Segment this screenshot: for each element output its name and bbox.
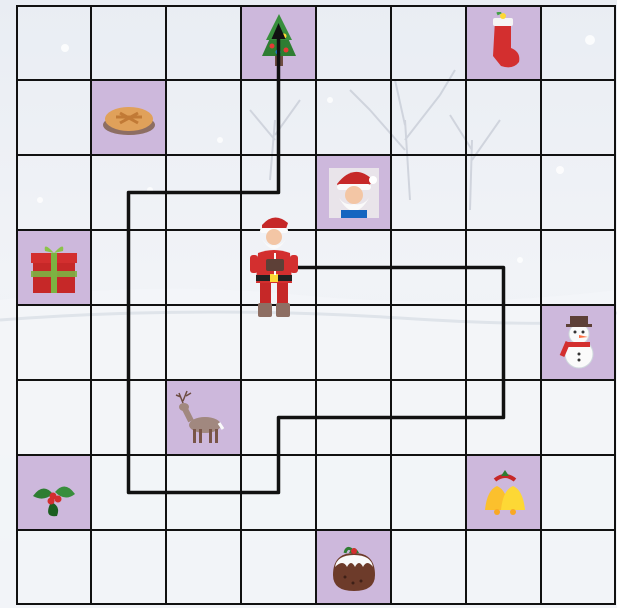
board-cell[interactable]: [541, 155, 616, 230]
board-cell[interactable]: [541, 530, 616, 605]
reindeer-icon: [173, 387, 235, 449]
board-cell[interactable]: [466, 380, 541, 455]
santa-face-icon: [323, 162, 385, 224]
board-cell[interactable]: [166, 380, 241, 455]
board-cell[interactable]: [16, 5, 91, 80]
board-cell[interactable]: [91, 530, 166, 605]
game-board: [16, 5, 616, 605]
board-cell[interactable]: [316, 455, 391, 530]
board-cell[interactable]: [316, 5, 391, 80]
board-cell[interactable]: [241, 530, 316, 605]
board-cell[interactable]: [91, 455, 166, 530]
bells-icon: [473, 462, 535, 524]
stocking-icon: [473, 12, 535, 74]
board-cell[interactable]: [391, 380, 466, 455]
board-cell[interactable]: [316, 230, 391, 305]
christmas-tree-icon: [248, 12, 310, 74]
board-cell[interactable]: [541, 455, 616, 530]
board-cell[interactable]: [466, 455, 541, 530]
mince-pie-icon: [98, 87, 160, 149]
board-cell[interactable]: [541, 305, 616, 380]
board-cell[interactable]: [391, 305, 466, 380]
board-cell[interactable]: [166, 230, 241, 305]
board-cell[interactable]: [91, 305, 166, 380]
board-cell[interactable]: [16, 530, 91, 605]
board-cell[interactable]: [391, 155, 466, 230]
board-cell[interactable]: [466, 305, 541, 380]
board-cell[interactable]: [16, 230, 91, 305]
board-cell[interactable]: [316, 530, 391, 605]
board-cell[interactable]: [391, 5, 466, 80]
board-cell[interactable]: [16, 380, 91, 455]
santa-player-icon[interactable]: [246, 213, 302, 321]
snowman-icon: [548, 312, 610, 374]
board-cell[interactable]: [91, 155, 166, 230]
board-cell[interactable]: [466, 230, 541, 305]
board-cell[interactable]: [316, 380, 391, 455]
board-cell[interactable]: [541, 5, 616, 80]
board-cell[interactable]: [241, 80, 316, 155]
holly-icon: [23, 462, 85, 524]
board-cell[interactable]: [16, 80, 91, 155]
board-cell[interactable]: [91, 230, 166, 305]
board-cell[interactable]: [91, 5, 166, 80]
board-cell[interactable]: [166, 5, 241, 80]
board-cell[interactable]: [316, 305, 391, 380]
board-cell[interactable]: [466, 80, 541, 155]
board-cell[interactable]: [241, 5, 316, 80]
board-cell[interactable]: [541, 380, 616, 455]
board-cell[interactable]: [166, 80, 241, 155]
christmas-pudding-icon: [323, 537, 385, 599]
board-cell[interactable]: [166, 455, 241, 530]
board-cell[interactable]: [166, 530, 241, 605]
board-cell[interactable]: [391, 80, 466, 155]
board-cell[interactable]: [16, 455, 91, 530]
board-cell[interactable]: [466, 530, 541, 605]
board-cell[interactable]: [316, 80, 391, 155]
board-cell[interactable]: [391, 530, 466, 605]
board-cell[interactable]: [391, 230, 466, 305]
board-cell[interactable]: [166, 155, 241, 230]
board-cell[interactable]: [241, 380, 316, 455]
board-cell[interactable]: [316, 155, 391, 230]
board-cell[interactable]: [16, 155, 91, 230]
board-cell[interactable]: [91, 380, 166, 455]
board-cell[interactable]: [91, 80, 166, 155]
board-cell[interactable]: [466, 5, 541, 80]
board-cell[interactable]: [541, 80, 616, 155]
board-cell[interactable]: [241, 455, 316, 530]
board-cell[interactable]: [391, 455, 466, 530]
board-cell[interactable]: [166, 305, 241, 380]
board-cell[interactable]: [16, 305, 91, 380]
gift-box-icon: [23, 237, 85, 299]
board-cell[interactable]: [541, 230, 616, 305]
board-cell[interactable]: [466, 155, 541, 230]
